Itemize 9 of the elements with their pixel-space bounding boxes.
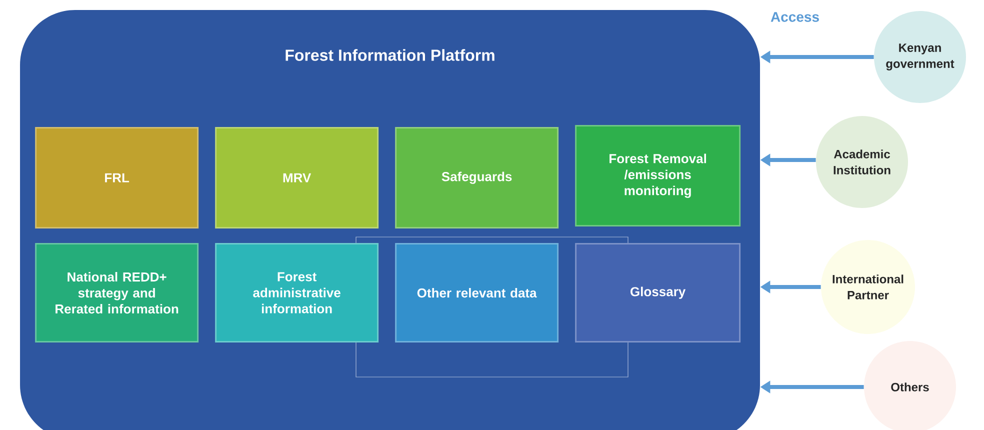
topic-box: FRL — [35, 127, 199, 229]
topic-box: MRV — [215, 127, 379, 229]
topic-box: Forest Removal /emissions monitoring — [575, 125, 741, 227]
heading: Access — [770, 12, 819, 22]
topic-box: National REDD+ strategy and Rerated information — [35, 243, 199, 343]
topic-box: Safeguards — [395, 127, 559, 229]
topic-box: Other relevant data — [395, 243, 559, 343]
topic-box: Glossary — [575, 243, 741, 343]
topic-box: Forest administrative information — [215, 243, 379, 343]
